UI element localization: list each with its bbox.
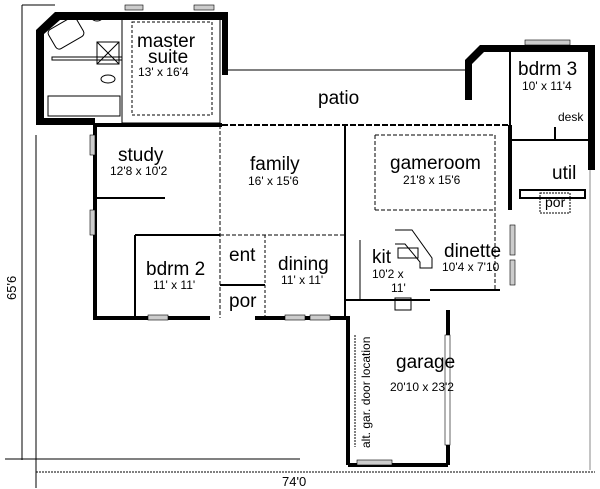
windows xyxy=(89,134,516,466)
room-label-util: util xyxy=(552,163,577,184)
room-dims-dining: 11' x 11' xyxy=(281,273,324,287)
room-label-bdrm3: bdrm 3 xyxy=(518,59,578,80)
room-label-desk: desk xyxy=(558,110,584,124)
bdrm3-walls xyxy=(465,39,595,214)
alt-garage-door-label: alt. gar. door location xyxy=(359,336,373,448)
overall-width-label: 74'0 xyxy=(282,474,307,489)
room-dims-bdrm3: 10' x 11'4 xyxy=(522,79,572,93)
room-label-dinette: dinette xyxy=(444,241,502,262)
room-dims-master-suite: 13' x 16'4 xyxy=(138,65,189,79)
room-label-ent: ent xyxy=(229,245,256,266)
room-dims-kit-1: 10'2 x xyxy=(372,267,404,281)
room-label-dining: dining xyxy=(278,254,329,275)
room-dims-gameroom: 21'8 x 15'6 xyxy=(403,173,461,187)
room-label-master-suite-1: master xyxy=(137,31,196,52)
interior-walls xyxy=(95,125,500,318)
room-label-gameroom: gameroom xyxy=(390,153,481,174)
room-label-garage: garage xyxy=(396,352,456,373)
room-dims-family: 16' x 15'6 xyxy=(248,174,299,188)
room-label-master-suite-2: suite xyxy=(148,47,189,68)
room-label-patio: patio xyxy=(318,88,360,109)
room-label-por-front: por xyxy=(229,291,257,312)
room-label-family: family xyxy=(250,154,300,175)
room-label-por-right: por xyxy=(545,194,566,210)
room-dims-study: 12'8 x 10'2 xyxy=(110,164,168,178)
room-label-study: study xyxy=(118,145,164,166)
room-dims-kit-2: 11' xyxy=(391,281,406,295)
kitchen-counter xyxy=(359,229,433,311)
room-label-kit: kit xyxy=(372,247,391,268)
room-dims-dinette: 10'4 x 7'10 xyxy=(442,260,500,274)
room-dims-garage: 20'10 x 23'2 xyxy=(390,380,454,394)
patio-outline xyxy=(222,69,510,126)
room-dims-bdrm2: 11' x 11' xyxy=(153,278,196,292)
master-suite-walls xyxy=(36,4,228,125)
room-label-bdrm2: bdrm 2 xyxy=(146,259,206,280)
overall-depth-label: 65'6 xyxy=(4,275,19,300)
